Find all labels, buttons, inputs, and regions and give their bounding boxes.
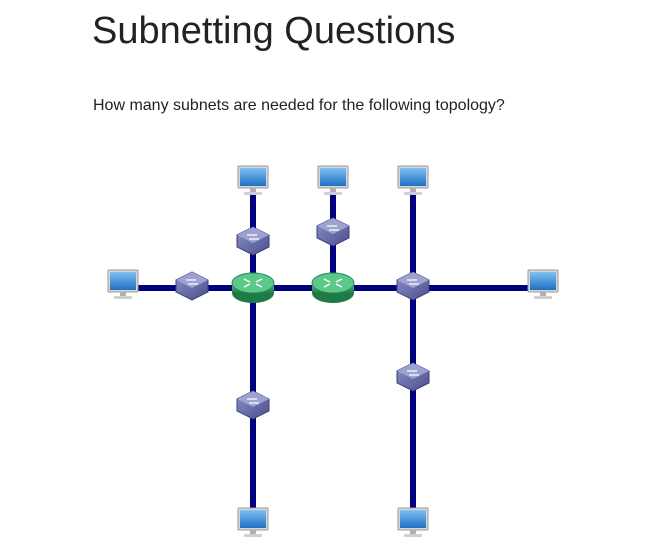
pc-icons — [107, 165, 559, 537]
switch-icon — [316, 217, 350, 247]
pc-icon — [527, 269, 559, 299]
router-icon — [231, 272, 275, 303]
switch-icon — [396, 362, 430, 392]
pc-icon — [397, 507, 429, 537]
pc-icon — [317, 165, 349, 195]
router-icon — [311, 272, 355, 303]
switch-icons — [175, 217, 430, 420]
router-icons — [231, 272, 355, 303]
question-text: How many subnets are needed for the foll… — [93, 97, 505, 114]
switch-icon — [175, 271, 209, 301]
pc-icon — [237, 165, 269, 195]
page-title: Subnetting Questions — [92, 10, 456, 52]
pc-icon — [107, 269, 139, 299]
switch-icon — [236, 390, 270, 420]
switch-icon — [236, 226, 270, 256]
pc-icon — [397, 165, 429, 195]
pc-icon — [237, 507, 269, 537]
switch-icon — [396, 271, 430, 301]
